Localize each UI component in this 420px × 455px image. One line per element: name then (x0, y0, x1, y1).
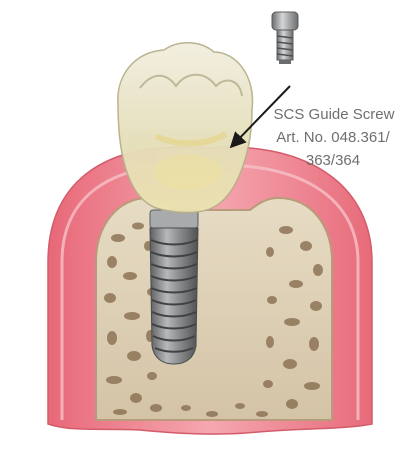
callout-line-1: SCS Guide Screw (274, 106, 395, 123)
bone-section (96, 198, 332, 420)
guide-screw-icon (272, 12, 298, 64)
implant-body (150, 210, 198, 364)
callout-line-2: Art. No. 048.361/ (276, 129, 390, 146)
callout-line-3: 363/364 (306, 152, 360, 169)
crown (118, 43, 253, 213)
